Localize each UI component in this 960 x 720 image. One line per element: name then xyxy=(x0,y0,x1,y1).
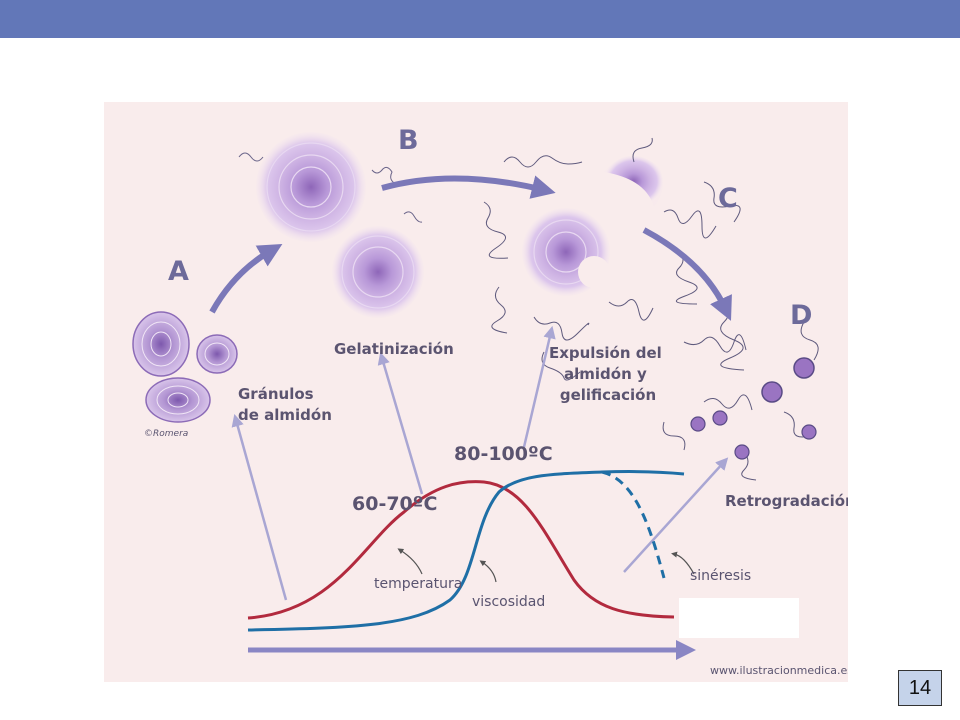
syneresis-label-arrow xyxy=(671,551,695,575)
header-bar xyxy=(0,0,960,38)
label-expulsion: Expulsión del almidón y gelificación xyxy=(549,344,667,404)
label-granules: Gránulos de almidón xyxy=(238,385,332,424)
whiteout-patch xyxy=(679,598,799,638)
temperature-label-arrow xyxy=(397,548,423,575)
temperature-high-label: 80-100ºC xyxy=(454,443,553,465)
label-retrogradation: Retrogradación xyxy=(725,492,848,510)
stage-letter-b: B xyxy=(398,125,419,156)
pointer-retrogradation xyxy=(623,457,729,573)
temperature-curve-label: temperatura xyxy=(374,576,462,592)
label-gelatinization: Gelatinización xyxy=(334,340,454,358)
viscosity-curve xyxy=(247,470,685,632)
stage-letter-c: C xyxy=(718,183,738,214)
temperature-low-label: 60-70ºC xyxy=(352,493,437,515)
starch-granules-icon xyxy=(132,311,238,423)
pointer-expulsion xyxy=(522,325,556,448)
viscosity-label-arrow xyxy=(479,560,497,583)
pointer-gelatinization xyxy=(377,352,424,495)
pointer-granules xyxy=(231,413,288,601)
page-number: 14 xyxy=(898,670,942,706)
swollen-granules-icon xyxy=(238,132,424,318)
amylose-release-icon xyxy=(483,137,741,381)
starch-gelatinization-diagram: A B C D Gránulos de almidón Gelatinizaci… xyxy=(104,102,848,682)
viscosity-curve-label: viscosidad xyxy=(472,594,545,610)
artist-credit: ©Romera xyxy=(144,429,188,439)
retrograded-chains-icon xyxy=(662,301,819,481)
arrow-a-to-b xyxy=(209,243,283,314)
arrow-c-to-d xyxy=(642,227,732,321)
syneresis-dashed-curve xyxy=(601,470,666,579)
syneresis-curve-label: sinéresis xyxy=(690,568,751,584)
stage-letter-a: A xyxy=(168,256,189,287)
arrow-b-to-c xyxy=(381,175,556,199)
temperature-curve xyxy=(247,480,675,620)
website-credit: www.ilustracionmedica.es xyxy=(710,664,848,677)
diagram-background xyxy=(104,102,848,682)
stage-letter-d: D xyxy=(790,300,812,331)
